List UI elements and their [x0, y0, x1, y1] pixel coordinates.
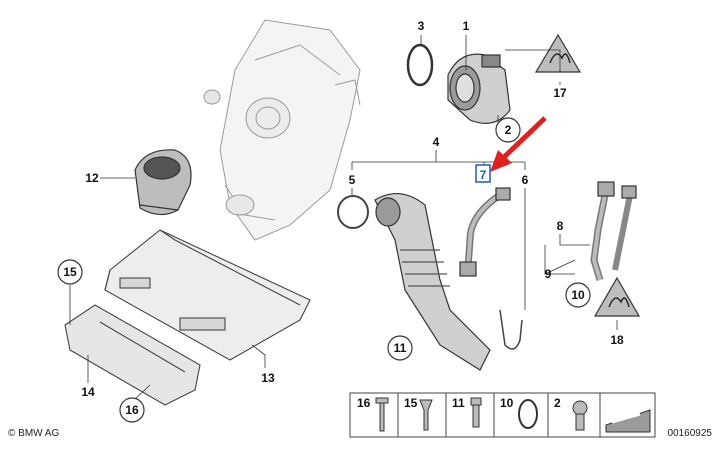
- legend-label-10: 10: [500, 396, 514, 410]
- callout-1: 1: [463, 19, 470, 33]
- ring-icon: [518, 399, 538, 429]
- wire-part: [499, 309, 523, 350]
- screw-icon: [375, 397, 389, 432]
- callout-14: 14: [81, 385, 95, 399]
- brand-mark: © BMW AG: [8, 428, 59, 439]
- intake-funnel-part: [134, 149, 192, 216]
- legend-label-16: 16: [357, 396, 371, 410]
- callout-18: 18: [610, 333, 624, 347]
- callout-10: 10: [571, 288, 585, 302]
- filter-housing-part: [104, 229, 311, 361]
- callout-16-circle: 16: [119, 397, 145, 423]
- callout-8: 8: [557, 219, 564, 233]
- highlight-box: [475, 164, 491, 183]
- callout-15-circle: 15: [57, 259, 83, 285]
- legend-label-15: 15: [404, 396, 418, 410]
- callout-2: 2: [505, 123, 512, 137]
- callout-9: 9: [545, 267, 552, 281]
- callout-2-circle: 2: [495, 117, 521, 143]
- callout-17: 17: [553, 86, 567, 100]
- callout-3: 3: [418, 19, 425, 33]
- callout-11-circle: 11: [387, 335, 413, 361]
- clamp-part: [337, 195, 369, 229]
- callout-15: 15: [63, 265, 77, 279]
- callout-13: 13: [261, 371, 275, 385]
- callout-7: 7: [480, 168, 487, 182]
- callout-5: 5: [349, 173, 356, 187]
- callout-16: 16: [125, 403, 139, 417]
- warning-label-icon: [593, 276, 641, 317]
- warning-label-icon: [534, 33, 582, 73]
- leader-lines: [69, 35, 618, 401]
- drawing-id: 00160925: [668, 428, 713, 439]
- hose-clamp-icon: [572, 400, 588, 431]
- callout-6: 6: [522, 173, 529, 187]
- callout-4: 4: [433, 135, 440, 149]
- callout-10-circle: 10: [565, 282, 591, 308]
- callout-12: 12: [85, 171, 99, 185]
- callout-11: 11: [394, 341, 407, 355]
- lower-duct-part: [64, 304, 201, 406]
- fastener-legend: 16 15 11 10 2: [349, 392, 656, 438]
- hose-assembly-part: [590, 181, 637, 282]
- airbox-housing: [203, 19, 361, 241]
- legend-label-11: 11: [452, 396, 465, 410]
- gasket-icon: [605, 409, 651, 433]
- legend-label-2: 2: [554, 396, 561, 410]
- vent-hose-part: [459, 187, 511, 277]
- maf-sensor-part: [447, 53, 511, 124]
- intake-boot-part: [374, 193, 491, 371]
- highlight-arrow: [490, 116, 547, 172]
- bolt-icon: [470, 397, 482, 428]
- clip-icon: [419, 399, 433, 431]
- o-ring-part: [406, 43, 434, 87]
